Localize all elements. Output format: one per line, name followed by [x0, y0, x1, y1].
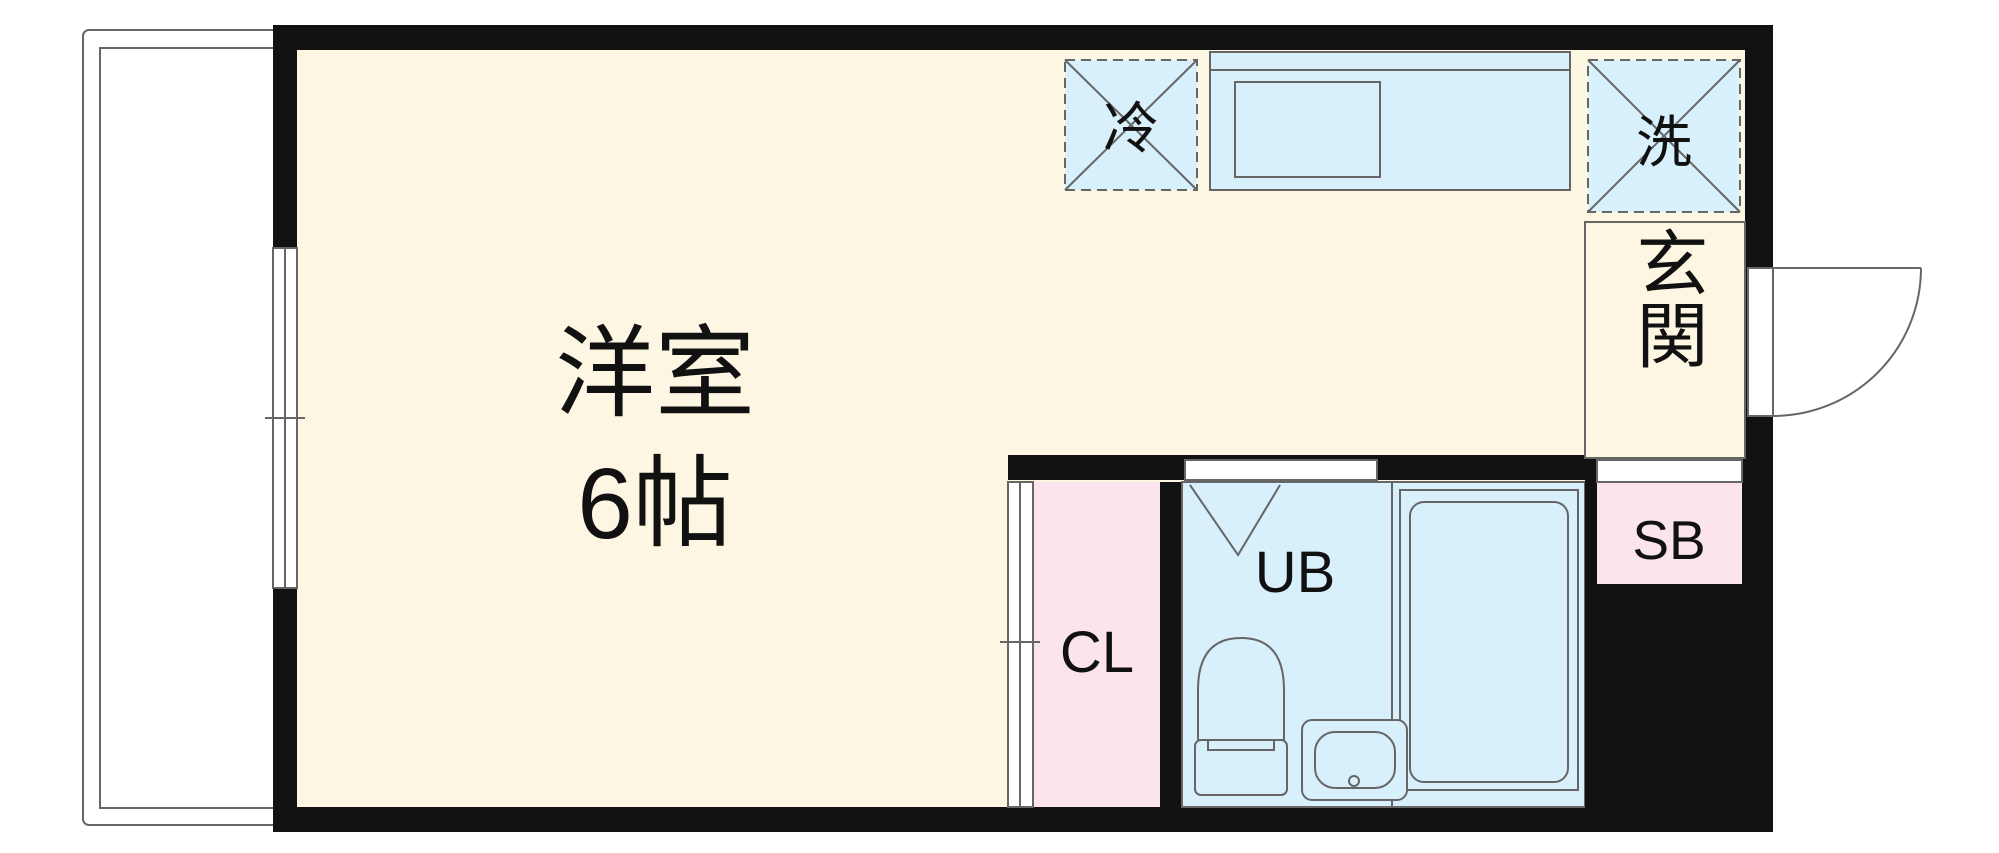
- closet-door: [1000, 481, 1040, 808]
- fridge-space: [1064, 59, 1198, 191]
- balcony: [82, 29, 284, 826]
- washer-label: 洗: [1636, 111, 1692, 174]
- entrance-label: 玄関: [1625, 226, 1705, 370]
- western-room-size: 6帖: [577, 448, 733, 560]
- toilet: [1194, 636, 1288, 796]
- bathtub: [1399, 489, 1579, 791]
- entrance-step: [1584, 221, 1746, 459]
- closet-wall: [1160, 482, 1182, 807]
- washer-space: [1587, 59, 1741, 213]
- balcony-window: [265, 247, 305, 589]
- washbasin: [1301, 719, 1408, 801]
- unit-bath-label: UB: [1255, 540, 1336, 605]
- shoe-box-floor: [1597, 482, 1742, 584]
- closet-label: CL: [1060, 620, 1134, 685]
- kitchen-counter: [1209, 51, 1571, 191]
- shoe-box-label: SB: [1632, 509, 1705, 571]
- front-door: [1747, 267, 1922, 417]
- fridge-label: 冷: [1103, 97, 1159, 160]
- western-room-name: 洋室: [555, 318, 755, 430]
- closet-floor: [1033, 482, 1160, 807]
- shoe-box-top: [1596, 459, 1743, 483]
- bath-door: [1184, 459, 1378, 557]
